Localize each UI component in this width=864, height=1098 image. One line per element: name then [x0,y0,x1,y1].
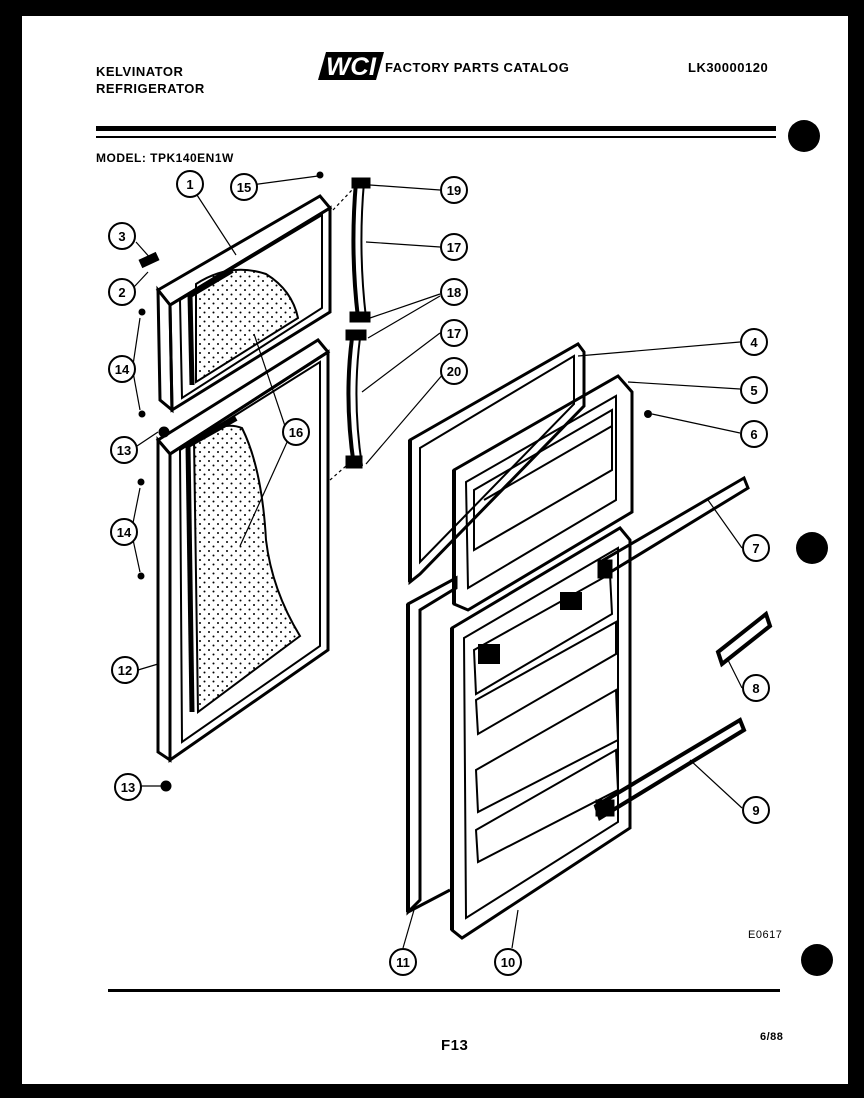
callout-17-lower: 17 [440,319,468,347]
callout-10: 10 [494,948,522,976]
svg-text:13: 13 [121,780,135,795]
svg-text:12: 12 [118,663,132,678]
brand-label: KELVINATOR [96,64,184,79]
svg-text:3: 3 [118,229,125,244]
callout-15: 15 [230,173,258,201]
svg-text:17: 17 [447,240,461,255]
model-label: MODEL: TPK140EN1W [96,151,234,165]
callout-6: 6 [740,420,768,448]
callout-11: 11 [389,948,417,976]
svg-text:19: 19 [447,183,461,198]
wci-logo: WCI [318,52,384,81]
callout-19: 19 [440,176,468,204]
shelf-trims [593,475,773,822]
product-label: REFRIGERATOR [96,81,205,96]
svg-text:4: 4 [750,335,758,350]
svg-text:16: 16 [289,425,303,440]
freezer-door-outer [155,194,333,414]
fresh-door-outer [155,338,331,763]
freezer-gasket [408,342,586,586]
svg-text:16: 16 [0,0,14,3]
callout-14-upper: 14 [108,355,136,383]
callout-13-upper: 13 [110,436,138,464]
print-date: 6/88 [760,1031,784,1043]
callout-12: 12 [111,656,139,684]
callout-5: 5 [740,376,768,404]
callout-20: 20 [440,357,468,385]
page-number: F13 [441,1037,469,1054]
figure-code: E0617 [748,929,783,941]
svg-text:14: 14 [115,362,130,377]
callout-1: 1 [176,170,204,198]
svg-text:7: 7 [752,541,759,556]
callout-17-upper: 17 [440,233,468,261]
header-rule-thin [96,136,776,138]
fresh-gasket [406,575,458,916]
svg-text:11: 11 [396,955,410,970]
callout-9: 9 [742,796,770,824]
freezer-liner [452,374,634,612]
fresh-insulation [192,424,302,714]
callout-3: 3 [108,222,136,250]
svg-text:20: 20 [447,364,461,379]
svg-text:2: 2 [118,285,125,300]
callout-14-lower: 14 [110,518,138,546]
svg-text:6: 6 [750,427,757,442]
callout-18: 18 [440,278,468,306]
catalog-title: FACTORY PARTS CATALOG [385,60,570,75]
catalog-code: LK30000120 [688,60,769,75]
header-rule-thick [96,126,776,131]
callouts: 1 2 3 4 5 6 7 8 9 10 11 12 13 13 14 14 1… [0,0,770,976]
freezer-insulation [195,268,300,384]
callout-7: 7 [742,534,770,562]
binder-hole-bottom [801,944,833,976]
footer-rule [108,989,780,992]
callout-13-lower: 13 [114,773,142,801]
door-handles [329,177,371,481]
callout-2: 2 [108,278,136,306]
svg-text:1: 1 [186,177,193,192]
hinge-hardware [137,171,324,792]
binder-hole-top [788,120,820,152]
svg-text:WCI: WCI [326,53,377,81]
fresh-liner [450,526,632,940]
svg-text:9: 9 [752,803,759,818]
svg-text:14: 14 [117,525,132,540]
svg-text:17: 17 [447,326,461,341]
leader-lines [133,175,743,949]
svg-text:18: 18 [447,285,461,300]
svg-text:5: 5 [750,383,757,398]
callout-8: 8 [742,674,770,702]
callout-16-lower: 16 [0,0,14,3]
callout-4: 4 [740,328,768,356]
freezer-liner-screw [644,410,652,418]
binder-hole-middle [796,532,828,564]
svg-text:8: 8 [752,681,759,696]
callout-16-upper: 16 [282,418,310,446]
svg-text:13: 13 [117,443,131,458]
svg-text:10: 10 [501,955,515,970]
svg-text:15: 15 [237,180,251,195]
